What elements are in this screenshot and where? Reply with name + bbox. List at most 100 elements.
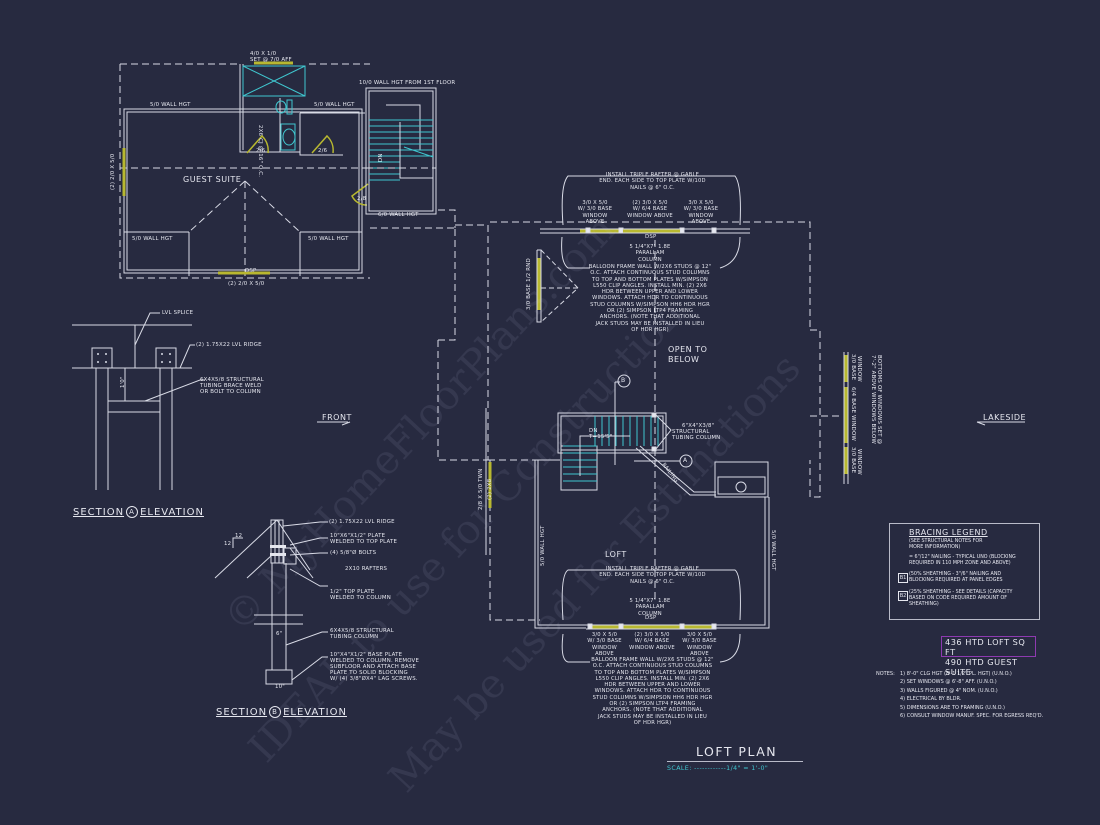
note-line: O.C. ATTACH CONTINUOUS STUD COLUMNS xyxy=(592,663,713,670)
bracing-legend: BRACING LEGEND (SEE STRUCTURAL NOTES FOR… xyxy=(889,523,1040,620)
note-line: HDR BETWEEN UPPER AND LOWER xyxy=(601,289,699,296)
note-item: 6) CONSULT WINDOW MANUF. SPEC. FOR EGRES… xyxy=(900,713,1044,719)
note-line: BALLOON FRAME WALL w/2x6 STUDS @ 12" xyxy=(588,264,712,270)
note-line: END. EACH SIDE TO TOP PLATE w/10d xyxy=(599,572,706,579)
loft-left-window-2: (2) 2x8 xyxy=(487,478,493,500)
note-line: (2) 3/0 X 5/0 xyxy=(634,632,670,638)
note-line: W/ 3/0 BASE xyxy=(587,638,622,645)
section-a-callout-tubing-3: OR BOLT TO COLUMN xyxy=(200,389,261,395)
note-line: 3/0 X 5/0 xyxy=(582,200,608,206)
note-line: 3/0 X 5/0 xyxy=(688,200,714,206)
plan-title: LOFT PLAN xyxy=(696,744,778,759)
guest-suite-dashed-outline xyxy=(119,63,456,279)
note-line: WINDOWS. ATTACH HDR TO CONTINUOUS xyxy=(594,688,711,695)
note-item: 5) DIMENSIONS ARE TO FRAMING (U.N.O.) xyxy=(900,704,1005,711)
loft-stair-risers: T=15'5" xyxy=(589,434,613,440)
section-mark-a[interactable]: A xyxy=(683,457,688,464)
note-line: WINDOW ABOVE xyxy=(687,644,712,657)
note-item: 4) ELECTRICAL BY BLDR. xyxy=(900,696,962,703)
note-line: OR (2) SIMPSON LTP4 FRAMING xyxy=(606,308,694,315)
section-b-callout-6: WELDED TO COLUMN xyxy=(330,595,391,601)
legend-b2-line-1: (25% SHEATHING - SEE DETAILS (CAPACITY xyxy=(909,590,1013,595)
guest-bottom-window: (2) 2/0 X 5/0 xyxy=(228,281,265,287)
note-line: WINDOW ABOVE xyxy=(592,644,617,657)
guest-wall-hgt-mid: 5/0 WALL HGT xyxy=(314,102,355,108)
note-line: INSTALL TRIPLE RAFTER @ GABLE xyxy=(605,566,700,572)
column-callout-1: 6"x4"x3/8" xyxy=(682,423,715,429)
lakeside-window-bot-2: WINDOW xyxy=(856,449,862,475)
section-b-dim-col: 6" xyxy=(276,631,283,637)
loft-left-wall-hgt: 5/0 WALL HGT xyxy=(540,525,546,566)
section-b-callout-10: WELDED TO COLUMN. REMOVE xyxy=(330,658,420,664)
section-b-callout-0: (2) 1.75x22 LVL RIDGE xyxy=(329,519,395,525)
note-line: HDR BETWEEN UPPER AND LOWER xyxy=(604,682,701,689)
bottom-balloon-frame-note: BALLOON FRAME WALL w/2x6 STUDS @ 12" O.C… xyxy=(580,657,725,726)
legend-line-1a: = 6"/12" NAILING - TYPICAL UNO (BLOCKING xyxy=(909,555,1016,560)
lakeside-note-1: BOTTOMS OF WINDOWS SET @ xyxy=(876,355,882,445)
lakeside-window-top-2: WINDOW xyxy=(856,356,862,382)
note-line: OF HDR HGR) xyxy=(631,326,669,333)
section-a-dim: 1'0" xyxy=(120,376,126,388)
section-a-title-suffix: ELEVATION xyxy=(140,507,204,518)
note-line: W/ 3/0 BASE xyxy=(682,638,717,645)
note-line: L550 CLIP ANGLES. INSTALL MIN. (2) 2x6 xyxy=(593,282,707,289)
guest-door-1: 2/6 xyxy=(256,148,266,154)
column-callout-2: STRUCTURAL xyxy=(672,429,710,435)
section-a-callout-ridge: (2) 1.75x22 LVL RIDGE xyxy=(196,342,262,348)
note-line: WINDOW ABOVE xyxy=(629,644,675,651)
note-line: 5 1/4"x7" 1.8E xyxy=(629,244,671,250)
front-label: FRONT xyxy=(322,413,352,422)
note-line: PARALLAM xyxy=(635,604,665,611)
note-line: INSTALL TRIPLE RAFTER @ GABLE xyxy=(605,172,700,178)
guest-bottom-window-tag: DSP xyxy=(245,268,257,274)
note-line: ANCHORS. (NOTE THAT ADDITIONAL xyxy=(602,707,703,714)
guest-door-3: 2/8 xyxy=(357,196,367,202)
plan-scale: SCALE: ------------1/4" = 1'-0" xyxy=(667,765,769,772)
guest-stair-dn: DN xyxy=(378,153,384,162)
note-line: 3/0 X 5/0 xyxy=(591,632,618,638)
section-b-pitch-rise: 12 xyxy=(224,541,232,547)
note-line: TO TOP AND BOTTOM PLATES w/SIMPSON xyxy=(591,276,709,283)
note-line: COLUMN xyxy=(638,610,662,617)
note-line: W/ 6/4 BASE xyxy=(632,206,668,213)
bottom-window-left: 3/0 X 5/0 W/ 3/0 BASE WINDOW ABOVE xyxy=(582,632,627,657)
bracing-legend-title: BRACING LEGEND xyxy=(909,528,988,537)
legend-b1-line-1: (50% SHEATHING - 3"/6" NAILING AND xyxy=(909,572,1002,577)
lakeside-label: LAKESIDE xyxy=(983,413,1027,422)
note-line: L550 CLIP ANGLES. INSTALL MIN. (2) 2x6 xyxy=(595,675,710,682)
bottom-window-right: 3/0 X 5/0 W/ 3/0 BASE WINDOW ABOVE xyxy=(677,632,722,657)
note-line: END. EACH SIDE TO TOP PLATE w/10d xyxy=(599,178,706,185)
bottom-window-mid: (2) 3/0 X 5/0 W/ 6/4 BASE WINDOW ABOVE xyxy=(627,632,677,651)
note-line: OF HDR HGR) xyxy=(633,719,672,726)
loft-room-label: LOFT xyxy=(605,550,627,559)
note-line: WINDOW ABOVE xyxy=(688,212,714,225)
stair-bottom-wall-hgt: 6/0 WALL HGT xyxy=(378,212,419,218)
note-line: O.C. ATTACH CONTINUOUS STUD COLUMNS xyxy=(590,270,710,277)
loft-sqft: 436 HTD LOFT SQ FT xyxy=(945,637,1026,657)
top-window-mid: (2) 3/0 X 5/0 W/ 6/4 BASE WINDOW ABOVE xyxy=(625,200,675,219)
section-a-mark: A xyxy=(126,506,139,518)
bottom-gable-rafter-note: INSTALL TRIPLE RAFTER @ GABLE END. EACH … xyxy=(575,566,730,585)
note-item: 1) 8'-0" CLG HGT (8'-1 1/2" PL. HGT) (U.… xyxy=(900,671,1012,677)
top-dsp-tag: DSP xyxy=(645,234,657,240)
guest-wall-hgt-left: 5/0 WALL HGT xyxy=(150,102,191,108)
section-b-callout-12: PLATE TO SOLID BLOCKING xyxy=(330,670,408,676)
note-line: ANCHORS. (NOTE THAT ADDITIONAL xyxy=(599,314,701,321)
section-b-callout-11: SUBFLOOR AND ATTACH BASE xyxy=(330,664,416,670)
note-line: NAILS @ 6" O.C. xyxy=(630,578,675,585)
note-line: STUD COLUMNS w/SIMPSON HH6 HDR HGR xyxy=(592,694,713,701)
section-a-title-prefix: SECTION xyxy=(73,507,125,518)
b2-badge-icon: B2 xyxy=(898,591,908,601)
top-balloon-frame-note: BALLOON FRAME WALL w/2x6 STUDS @ 12" O.C… xyxy=(580,264,720,333)
loft-left-window-1: 2/8 X 5/0 TWN xyxy=(478,468,484,510)
note-line: (2) 3/0 X 5/0 xyxy=(632,200,668,206)
section-mark-b[interactable]: B xyxy=(621,377,626,384)
section-b-callout-13: W/ (4) 3/8"Øx4" LAG SCREWS. xyxy=(330,676,418,682)
top-window-right: 3/0 X 5/0 W/ 3/0 BASE WINDOW ABOVE xyxy=(680,200,722,225)
note-line: 3/0 X 5/0 xyxy=(686,632,713,638)
bottom-dsp-tag: DSP xyxy=(645,615,657,621)
section-b-callout-4: 2x10 RAFTERS xyxy=(345,566,388,572)
section-b-drawing xyxy=(214,519,328,685)
